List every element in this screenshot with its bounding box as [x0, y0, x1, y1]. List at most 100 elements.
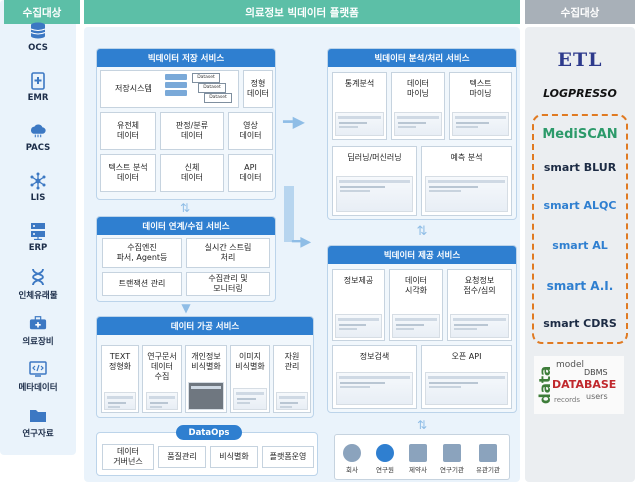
right-header: 수집대상	[525, 0, 635, 24]
source-label: 연구자료	[22, 429, 54, 439]
user-company: 회사	[337, 444, 367, 474]
source-biospecimen: 인체유래물	[0, 268, 76, 301]
storage-service-title: 빅데이터 저장 서비스	[97, 49, 275, 67]
right-arrow-icon: ━▶	[283, 112, 305, 131]
smart-blur-logo: smart BLUR	[543, 161, 617, 174]
code-document-icon	[29, 360, 47, 378]
user-related-agency: 유관기관	[473, 444, 503, 474]
cloud-icon	[29, 122, 47, 140]
server-stack-icon	[165, 74, 187, 102]
linkage-service-title: 데이터 연계/수집 서비스	[97, 217, 275, 235]
server-icon	[29, 222, 47, 240]
left-header: 수집대상	[4, 0, 80, 24]
dna-icon	[29, 268, 47, 286]
dataset-stack: Dataset Dataset Dataset	[192, 73, 232, 105]
source-label: EMR	[27, 93, 49, 103]
wordcloud-word: DATABASE	[552, 378, 617, 391]
wordcloud-word: DBMS	[584, 368, 608, 377]
source-lis: LIS	[0, 172, 76, 203]
smart-cdrs-logo: smart CDRS	[543, 317, 617, 330]
network-icon	[29, 172, 47, 190]
solution-highlight-frame	[532, 114, 628, 344]
source-erp: ERP	[0, 222, 76, 253]
quality-management: 품질관리	[158, 446, 206, 468]
analysis-service-title: 빅데이터 분석/처리 서비스	[328, 49, 516, 67]
user-researcher: 연구원	[370, 444, 400, 474]
smart-ai-logo: smart A.I.	[546, 279, 614, 293]
source-list: OCS EMR PACS LIS ERP 인체유래물 의료장비 메타데이터 연구…	[0, 0, 76, 455]
thumbnail	[452, 112, 509, 136]
thumbnail	[188, 382, 224, 410]
classification-data: 판정/분류 데이터	[160, 112, 224, 150]
building-icon	[409, 444, 427, 462]
thumbnail	[104, 392, 136, 410]
down-arrow-icon: ▼	[181, 301, 191, 315]
medical-device-icon	[29, 314, 47, 332]
source-metadata: 메타데이터	[0, 360, 76, 393]
mediscan-logo: MediSCAN	[542, 127, 618, 142]
thumbnail	[335, 112, 384, 136]
platform-title: 의료정보 빅데이터 플랫폼	[84, 0, 520, 24]
source-label: 메타데이터	[18, 383, 58, 393]
dataset-label: Dataset	[192, 73, 220, 83]
database-wordcloud-image: data model DATABASE DBMS users records	[534, 356, 624, 414]
collection-engine: 수집엔진 파서, Agent등	[102, 238, 182, 268]
source-pacs: PACS	[0, 122, 76, 153]
smart-al-logo: smart AL	[552, 239, 608, 252]
provision-service-title: 빅데이터 제공 서비스	[328, 246, 516, 264]
logpresso-logo: LOGPRESSO	[543, 87, 617, 100]
thumbnail	[336, 176, 413, 212]
realtime-stream: 실시간 스트림 처리	[186, 238, 270, 268]
source-label: ERP	[28, 243, 48, 253]
thumbnail	[425, 372, 508, 405]
thumbnail	[336, 372, 413, 405]
data-governance: 데이터 거버넌스	[102, 444, 154, 470]
transaction-management: 트랜잭션 관리	[102, 272, 182, 296]
text-analysis-data: 텍스트 분석 데이터	[100, 154, 156, 192]
person-icon	[343, 444, 361, 462]
dataops-title: DataOps	[176, 425, 242, 440]
dataset-label: Dataset	[204, 93, 232, 103]
source-label: 의료장비	[22, 337, 54, 347]
image-data: 영상 데이터	[228, 112, 273, 150]
storage-system-label: 저장시스템	[115, 84, 152, 93]
thumbnail	[276, 392, 308, 410]
source-research: 연구자료	[0, 406, 76, 439]
platform-operation: 플랫폼운영	[262, 446, 314, 468]
vertical-connector	[284, 186, 294, 242]
smart-alqc-logo: smart ALQC	[543, 199, 617, 212]
user-label: 제약사	[409, 466, 427, 474]
structured-data: 정형 데이터	[243, 70, 273, 108]
processing-service-title: 데이터 가공 서비스	[97, 317, 313, 335]
thumbnail	[394, 112, 442, 136]
medical-record-icon	[29, 72, 47, 90]
building-icon	[443, 444, 461, 462]
source-label: PACS	[25, 143, 51, 153]
folder-icon	[29, 406, 47, 424]
thumbnail	[392, 314, 440, 338]
body-data: 신체 데이터	[160, 154, 224, 192]
building-icon	[479, 444, 497, 462]
source-medical-equipment: 의료장비	[0, 314, 76, 347]
genome-data: 유전체 데이터	[100, 112, 156, 150]
user-pharma: 제약사	[403, 444, 433, 474]
right-arrow-icon: ━▶	[292, 234, 312, 250]
wordcloud-word: records	[554, 396, 581, 404]
bidirectional-arrow-icon: ⇅	[416, 224, 428, 239]
thumbnail	[425, 176, 508, 212]
wordcloud-word: users	[586, 392, 608, 401]
researcher-icon	[376, 444, 394, 462]
thumbnail	[233, 388, 267, 410]
deidentification: 비식별화	[210, 446, 258, 468]
database-icon	[29, 22, 47, 40]
thumbnail	[335, 314, 382, 338]
wordcloud-word: model	[556, 360, 585, 370]
user-label: 연구원	[376, 466, 394, 474]
api-data: API 데이터	[228, 154, 273, 192]
etl-logo: ETL	[557, 49, 603, 71]
source-ocs: OCS	[0, 22, 76, 53]
source-label: LIS	[30, 193, 46, 203]
source-emr: EMR	[0, 72, 76, 103]
user-label: 회사	[346, 466, 358, 474]
user-label: 유관기관	[476, 466, 500, 474]
